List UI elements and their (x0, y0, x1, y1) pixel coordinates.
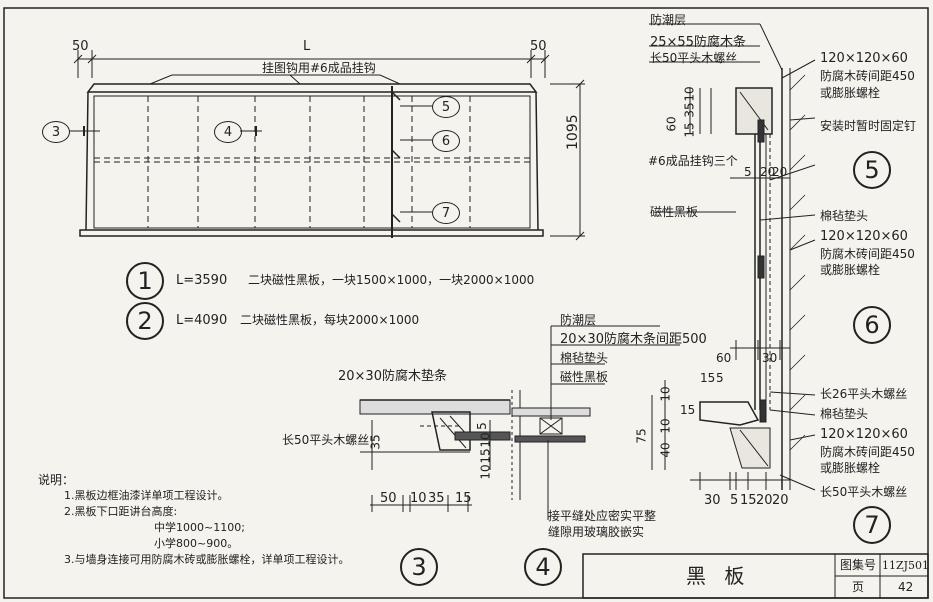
callout-5-small: 5 (432, 96, 460, 118)
d6-label-brick-spacing: 防腐木砖间距450 (820, 247, 915, 261)
d3-vdim-10b: 10 (478, 464, 493, 480)
option-1-circle: 1 (126, 262, 164, 300)
callout-3-small: 3 (42, 121, 70, 143)
d7-hdim-60: 60 (716, 351, 732, 365)
d5-hdim-5: 5 (744, 165, 752, 179)
d5-label-bolt: 或膨胀螺栓 (820, 86, 881, 100)
note-2b: 小学800~900。 (154, 537, 239, 550)
d3-dim-35: 35 (428, 491, 445, 506)
d7-vdim-15b: 15 (680, 403, 696, 417)
d7-hdim-30: 30 (762, 351, 778, 365)
page-label: 页 (852, 580, 865, 594)
atlas-label: 图集号 (840, 558, 877, 572)
page-number: 42 (898, 580, 914, 594)
detail-5-label: 5 (853, 151, 891, 189)
option-2-length: L=4090 (176, 313, 228, 328)
d7-vdim-5: 5 (716, 371, 724, 385)
d7-vdim-75: 75 (634, 428, 649, 444)
title-block-title: 黑 板 (686, 564, 751, 588)
d5-hdim-20b: 20 (772, 165, 788, 179)
d7-label-brick-spacing: 防腐木砖间距450 (820, 445, 915, 459)
d5-vdim-35: 35 (682, 102, 697, 118)
d4-layer-4: 磁性黑板 (560, 370, 609, 384)
d3-vdim-15: 15 (478, 448, 493, 464)
detail-6-label: 6 (853, 306, 891, 344)
d4-layer-1: 防潮层 (560, 313, 597, 327)
d7-label-felt: 棉毡垫头 (820, 407, 869, 421)
d4-joint-note-1: 接平缝处应密实平整 (548, 509, 657, 523)
note-2: 2.黑板下口距讲台高度: (64, 505, 178, 518)
d7-label-bolt: 或膨胀螺栓 (820, 461, 881, 475)
d5-vdim-10: 10 (682, 86, 697, 102)
d7-label-screw50: 长50平头木螺丝 (820, 485, 908, 499)
elevation-drawing (70, 50, 585, 241)
d4-layer-2: 20×30防腐木条间距500 (560, 332, 707, 347)
d3-dim-15: 15 (455, 491, 472, 506)
elev-dim-length: L (303, 39, 311, 54)
sheet-border (3, 7, 929, 599)
d3-vdim-35: 35 (368, 434, 383, 450)
d4-layer-3: 棉毡垫头 (560, 351, 609, 365)
d5-label-brick-spacing: 防腐木砖间距450 (820, 69, 915, 83)
d4-joint-note-2: 缝隙用玻璃胶嵌实 (548, 525, 645, 539)
option-2-circle: 2 (126, 302, 164, 340)
d6-label-board: 磁性黑板 (650, 205, 699, 219)
d7-vdim-10a: 10 (658, 386, 673, 402)
d7-vdim-10b: 10 (658, 418, 673, 434)
d5-label-batten: 25×55防腐木条 (650, 35, 746, 50)
d5-label-moisture: 防潮层 (650, 13, 687, 27)
elev-dim-left: 50 (72, 39, 89, 54)
d3-vdim-5: 5 (474, 422, 489, 430)
d7-label-screw26: 长26平头木螺丝 (820, 387, 908, 401)
d7-bdim-30: 30 (704, 493, 721, 508)
d5-label-screw: 长50平头木螺丝 (650, 51, 738, 65)
d7-bdim-5: 5 (730, 493, 739, 508)
detail-7-label: 7 (853, 506, 891, 544)
callout-6-small: 6 (432, 130, 460, 152)
d6-label-felt: 棉毡垫头 (820, 209, 869, 223)
title-block-lines (582, 553, 929, 599)
d7-bdim-20b: 20 (772, 493, 789, 508)
d5-label-temp-nail: 安装时暂时固定钉 (820, 119, 917, 133)
note-3: 3.与墙身连接可用防腐木砖或膨胀螺栓，详单项工程设计。 (64, 553, 350, 566)
d3-vdim-10: 10 (478, 432, 493, 448)
d5-vdim-15: 15 (682, 122, 697, 138)
d7-bdim-15: 15 (740, 493, 757, 508)
callout-7-small: 7 (432, 202, 460, 224)
elev-dim-right: 50 (530, 39, 547, 54)
d6-label-bolt: 或膨胀螺栓 (820, 263, 881, 277)
wall-section-drawing (649, 23, 816, 491)
d5-vdim-60: 60 (664, 116, 679, 132)
note-1: 1.黑板边框油漆详单项工程设计。 (64, 489, 229, 502)
d3-dim-50: 50 (380, 491, 397, 506)
note-2a: 中学1000~1100; (154, 521, 245, 534)
detail4-drawing (511, 325, 680, 520)
d7-bdim-20a: 20 (756, 493, 773, 508)
d3-screw: 长50平头木螺丝 (282, 433, 370, 447)
detail-3-label: 3 (400, 548, 438, 586)
option-2-desc: 二块磁性黑板，每块2000×1000 (240, 313, 420, 327)
d3-dim-10: 10 (410, 491, 427, 506)
detail-4-label: 4 (524, 548, 562, 586)
d5-hdim-20a: 20 (760, 165, 776, 179)
notes-heading: 说明： (38, 473, 75, 487)
d5-label-brick-size: 120×120×60 (820, 51, 908, 66)
detail3-drawing (359, 399, 511, 512)
d6-label-brick-size: 120×120×60 (820, 229, 908, 244)
d7-label-brick-size: 120×120×60 (820, 427, 908, 442)
d7-vdim-15a: 15 (700, 371, 716, 385)
option-1-length: L=3590 (176, 273, 228, 288)
atlas-number: 11ZJ501 (882, 559, 930, 572)
d7-vdim-40: 40 (658, 442, 673, 458)
height-dim: 1095 (565, 114, 581, 150)
hook-note: 挂图钩用#6成品挂钩 (262, 61, 376, 75)
option-1-desc: 二块磁性黑板，一块1500×1000，一块2000×1000 (248, 273, 535, 287)
d3-batten: 20×30防腐木垫条 (338, 369, 447, 384)
d5-label-hooks: #6成品挂钩三个 (648, 154, 738, 168)
callout-4-small: 4 (214, 121, 242, 143)
